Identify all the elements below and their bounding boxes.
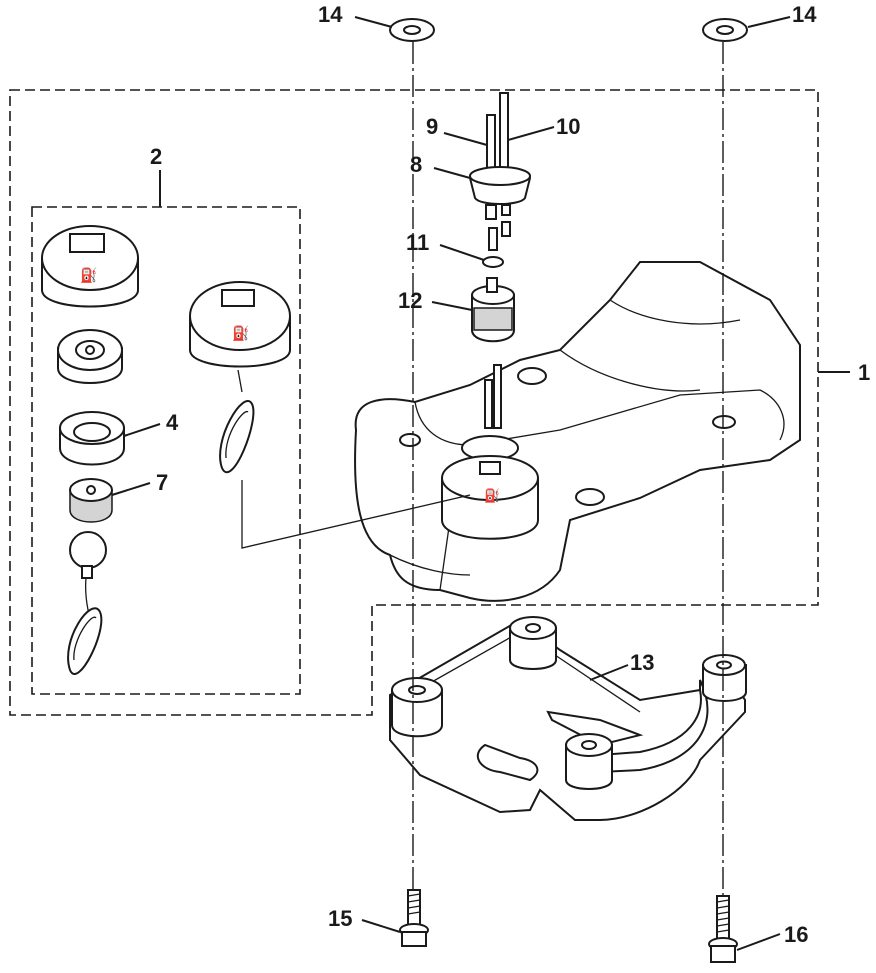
cap-kit-2-boundary: [31, 206, 301, 695]
svg-text:⛽: ⛽: [484, 488, 500, 504]
callout-13: 13: [630, 650, 654, 675]
cap-tether: [67, 531, 107, 675]
callout-11: 11: [406, 230, 429, 255]
callout-16: 16: [784, 922, 808, 947]
washer-right: [702, 18, 748, 42]
fuel-filter: [471, 277, 515, 343]
cap-to-tank-guide-line: [241, 480, 471, 549]
bolt-short: [399, 889, 429, 947]
fuel-line-grommet: [468, 92, 532, 251]
callout-4: 4: [166, 410, 179, 435]
callout-15: 15: [328, 906, 352, 931]
callout-14-right: 14: [792, 2, 817, 27]
mounting-bracket: [389, 616, 747, 821]
assembly-1-boundary: [9, 89, 819, 716]
cap-insert: [57, 329, 123, 384]
leader-lines: [111, 16, 850, 951]
svg-text:⛽: ⛽: [232, 325, 249, 342]
svg-text:⛽: ⛽: [80, 267, 97, 284]
tank-mounted-fuel-cap: ⛽: [441, 435, 539, 540]
fuel-cap-with-tether: ⛽: [189, 281, 291, 473]
callout-14-left: 14: [318, 2, 343, 27]
fuel-tubes-in-tank: [484, 364, 502, 429]
callout-12: 12: [398, 288, 422, 313]
cap-ring: [59, 411, 125, 466]
callout-2: 2: [150, 144, 162, 169]
fuel-cap: ⛽: [41, 225, 139, 308]
o-ring: [482, 256, 504, 268]
callout-8: 8: [410, 152, 422, 177]
bolt-long: [708, 895, 738, 963]
callout-7: 7: [156, 470, 168, 495]
callout-10: 10: [556, 114, 580, 139]
callout-1: 1: [858, 360, 870, 385]
callout-9: 9: [426, 114, 438, 139]
washer-left: [389, 18, 435, 42]
cap-seal: [69, 478, 113, 523]
